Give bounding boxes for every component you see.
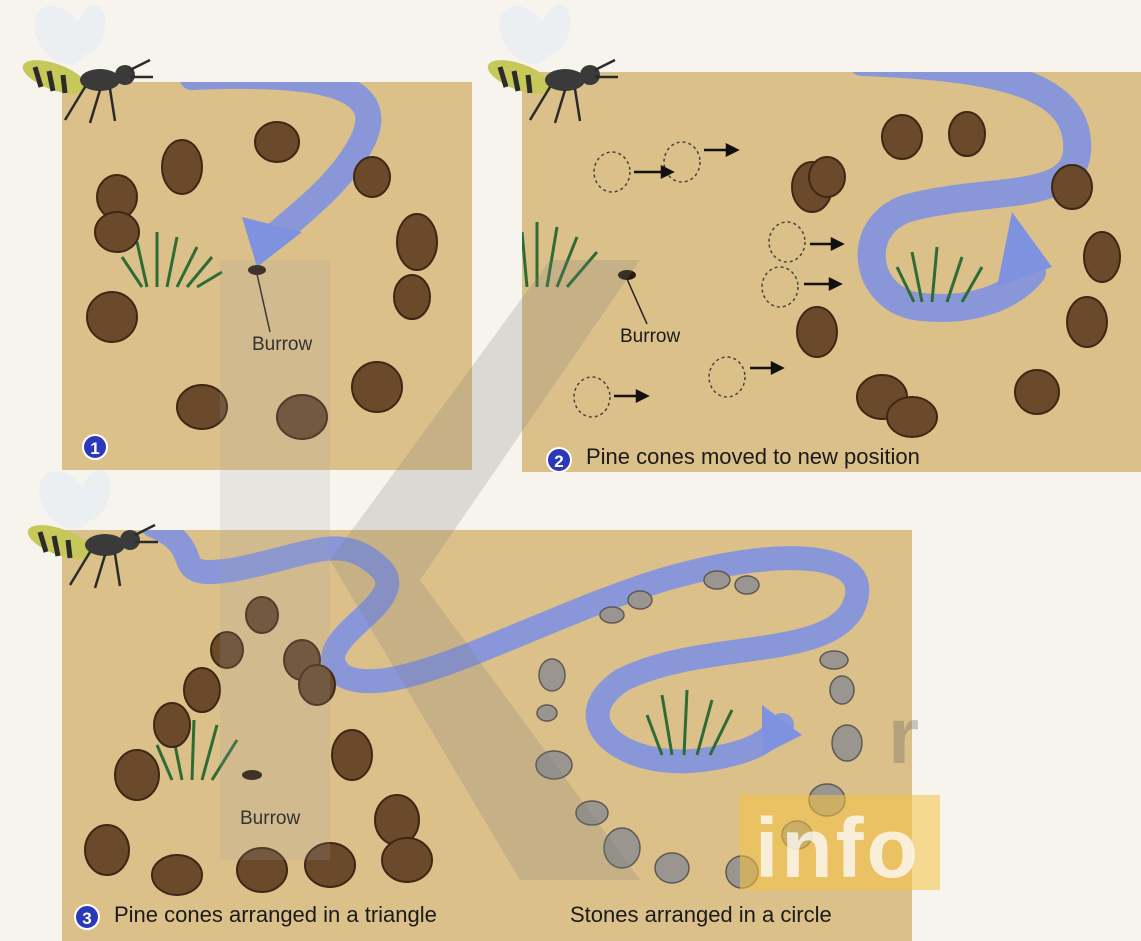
pine-cone <box>809 157 845 197</box>
wasp-icon <box>470 5 620 130</box>
panel-3-caption-left: Pine cones arranged in a triangle <box>114 902 437 928</box>
stone <box>735 576 759 594</box>
pine-cone <box>882 115 922 159</box>
pine-cone <box>887 397 937 437</box>
stone <box>832 725 862 761</box>
flight-path <box>862 72 1077 308</box>
pine-cone <box>154 703 190 747</box>
old-position-outline <box>594 152 630 192</box>
pine-cone <box>1084 232 1120 282</box>
pine-cone <box>949 112 985 156</box>
pine-cone <box>162 140 202 194</box>
watermark-letter: r <box>888 690 919 782</box>
old-position-outline <box>664 142 700 182</box>
watermark-logo <box>220 260 640 880</box>
wasp-icon <box>5 5 155 130</box>
pine-cone <box>797 307 837 357</box>
pine-cone <box>1015 370 1059 414</box>
pine-cone <box>85 825 129 875</box>
step-badge-1: 1 <box>82 434 108 460</box>
old-position-outline <box>709 357 745 397</box>
pine-cone <box>1067 297 1107 347</box>
pine-cone <box>115 750 159 800</box>
stone <box>704 571 730 589</box>
old-position-outline <box>769 222 805 262</box>
pine-cone <box>255 122 299 162</box>
pine-cone <box>184 668 220 712</box>
pine-cone <box>87 292 137 342</box>
stone <box>830 676 854 704</box>
stone <box>820 651 848 669</box>
flight-arrowhead <box>762 705 802 755</box>
step-badge-3: 3 <box>74 904 100 930</box>
panel-3-caption-right: Stones arranged in a circle <box>570 902 832 928</box>
pine-cone <box>152 855 202 895</box>
watermark-text: info <box>755 800 921 897</box>
pine-cone <box>1052 165 1092 209</box>
pine-cone <box>354 157 390 197</box>
pine-cone <box>95 212 139 252</box>
wasp-icon <box>10 470 160 595</box>
stone <box>655 853 689 883</box>
old-position-outline <box>762 267 798 307</box>
